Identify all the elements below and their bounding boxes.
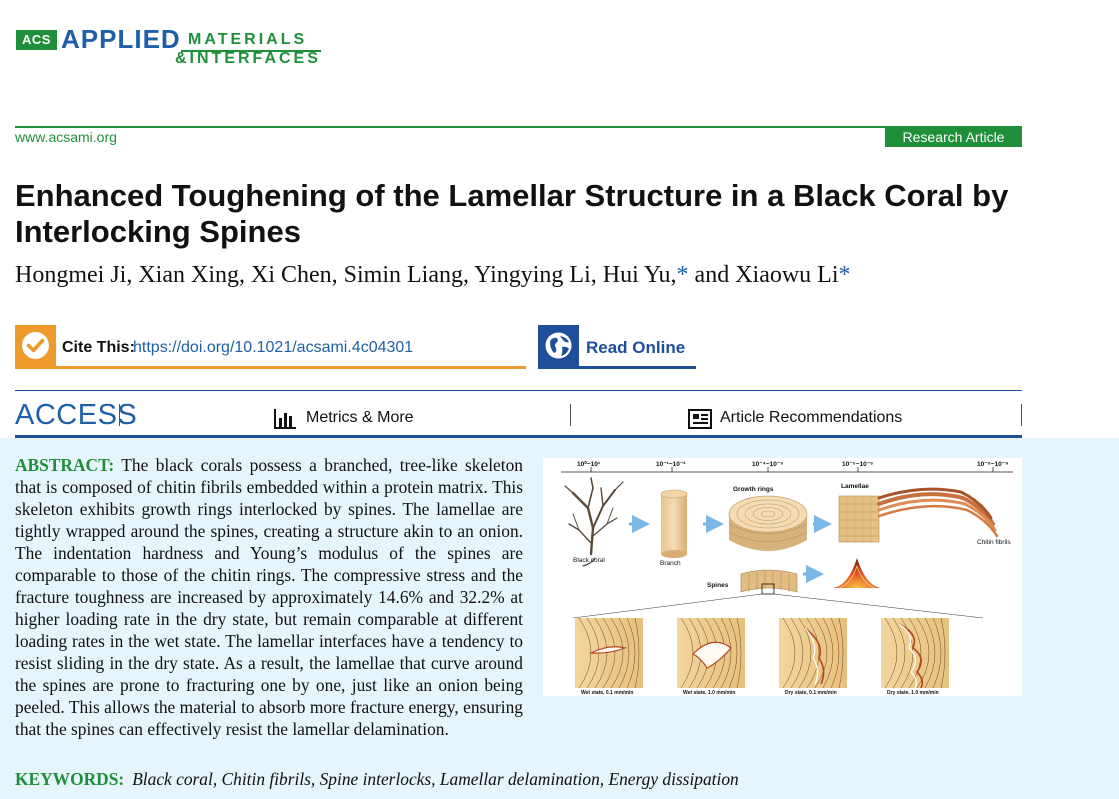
access-bar-top-rule <box>15 390 1022 391</box>
read-online-button[interactable]: Read Online <box>538 325 696 369</box>
bar-chart-icon <box>274 409 296 429</box>
label-chitin-fibrils: Chitin fibrils <box>977 539 1011 546</box>
panel-label-4: Dry state, 1.0 mm/min <box>887 690 939 696</box>
article-type-badge: Research Article <box>885 126 1022 147</box>
access-divider <box>119 404 120 426</box>
panel-label-1: Wet state, 0.1 mm/min <box>581 690 633 696</box>
zoom-line-left <box>572 593 763 619</box>
branch-cylinder <box>660 489 688 558</box>
logo-applied-text: APPLIED <box>61 24 181 54</box>
authors-text: Hongmei Ji, Xian Xing, Xi Chen, Simin Li… <box>15 262 677 288</box>
label-growth-rings: Growth rings <box>733 486 774 493</box>
globe-icon <box>538 325 579 366</box>
panel-label-3: Dry state, 0.1 mm/min <box>785 690 837 696</box>
crack-panel-2 <box>677 617 745 689</box>
logo-materials-text: MATERIALS <box>188 31 308 48</box>
logo-interfaces-text: &INTERFACES <box>175 50 321 67</box>
label-black-coral: Black coral <box>573 557 605 564</box>
corresponding-author-mark-2[interactable]: * <box>838 262 851 288</box>
scale-label-4: 10⁻⁵~10⁻⁶ <box>842 461 873 468</box>
metrics-label: Metrics & More <box>306 409 414 426</box>
crack-panel-3 <box>779 617 847 689</box>
scale-label-3: 10⁻⁴~10⁻⁵ <box>752 461 783 468</box>
authors-last: and Xiaowu Li <box>688 262 839 288</box>
cite-this-label: Cite This: <box>62 339 135 356</box>
cite-this-bar: Cite This: https://doi.org/10.1021/acsam… <box>15 325 526 369</box>
lamellae-block <box>838 495 880 543</box>
growth-rings-disc <box>728 495 808 551</box>
graphical-abstract[interactable]: 10⁰~10¹ 10⁻¹~10⁻² 10⁻⁴~10⁻⁵ 10⁻⁵~10⁻⁶ 10… <box>543 458 1022 696</box>
label-branch: Branch <box>660 560 681 567</box>
chitin-fibrils <box>877 487 999 538</box>
panel-label-2: Wet state, 1.0 mm/min <box>683 690 735 696</box>
journal-logo[interactable]: ACS APPLIED MATERIALS &INTERFACES <box>16 24 336 70</box>
acs-logo-box: ACS <box>16 30 57 50</box>
label-spines: Spines <box>707 582 729 589</box>
access-bar-bottom-rule <box>15 435 1022 438</box>
label-lamellae: Lamellae <box>841 483 869 490</box>
zoom-box <box>761 583 775 595</box>
read-online-label: Read Online <box>586 338 686 357</box>
keywords-label: KEYWORDS: <box>15 769 125 789</box>
spines-layer <box>740 569 798 595</box>
black-coral-tree <box>564 477 624 567</box>
graphical-abstract-svg: 10⁰~10¹ 10⁻¹~10⁻² 10⁻⁴~10⁻⁵ 10⁻⁵~10⁻⁶ 10… <box>561 460 1013 696</box>
scale-ticks <box>590 467 994 472</box>
abstract: ABSTRACT: The black corals possess a bra… <box>15 454 1023 740</box>
zoom-line-right <box>773 593 984 619</box>
corresponding-author-mark[interactable]: * <box>676 262 689 288</box>
check-icon <box>15 325 56 366</box>
crack-panel-1 <box>575 617 643 689</box>
keywords-list: Black coral, Chitin fibrils, Spine inter… <box>132 769 739 789</box>
scale-label-2: 10⁻¹~10⁻² <box>656 461 686 468</box>
keywords: KEYWORDS: Black coral, Chitin fibrils, Sp… <box>15 769 1025 790</box>
scale-label-5: 10⁻⁸~10⁻⁹ <box>977 461 1008 468</box>
doi-link[interactable]: https://doi.org/10.1021/acsami.4c04301 <box>133 339 414 356</box>
crack-panel-4 <box>881 617 949 689</box>
article-title: Enhanced Toughening of the Lamellar Stru… <box>15 178 1009 249</box>
abstract-label: ABSTRACT: <box>15 455 115 475</box>
journal-url[interactable]: www.acsami.org <box>15 129 117 145</box>
header-rule <box>15 126 1022 128</box>
access-label: ACCESS <box>15 399 138 431</box>
author-list: Hongmei Ji, Xian Xing, Xi Chen, Simin Li… <box>15 262 1025 289</box>
logo-divider <box>181 50 321 52</box>
abstract-text: The black corals possess a branched, tre… <box>15 455 523 739</box>
fracture-peak <box>833 558 881 589</box>
access-divider-3 <box>1021 404 1022 426</box>
access-divider-2 <box>570 404 571 426</box>
scale-label-1: 10⁰~10¹ <box>577 460 600 468</box>
recommendations-label: Article Recommendations <box>720 409 903 426</box>
newspaper-icon <box>688 409 712 429</box>
